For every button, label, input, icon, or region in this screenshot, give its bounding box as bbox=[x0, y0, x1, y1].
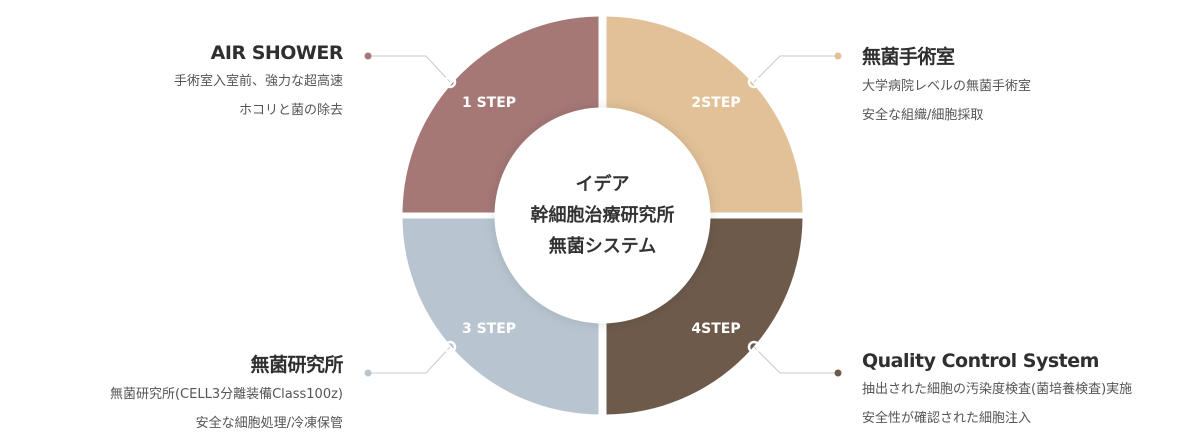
step-1-end-dot bbox=[364, 52, 372, 60]
step-3-end-dot bbox=[364, 369, 372, 377]
step-4-desc-line-2: 安全性が確認された細胞注入 bbox=[862, 411, 1032, 426]
step-4-description: Quality Control System 抽出された細胞の汚染度検査(菌培養… bbox=[862, 350, 1132, 430]
step-3-connector bbox=[368, 346, 451, 374]
step-4-title: Quality Control System bbox=[862, 350, 1099, 372]
step-4-label: 4STEP bbox=[691, 321, 740, 337]
center-title-line-2: 幹細胞治療研究所 bbox=[531, 204, 675, 226]
step-4-end-dot bbox=[834, 369, 842, 377]
step-1-desc-line-1: 手術室入室前、強力な超高速 bbox=[173, 74, 343, 89]
step-2-end-dot bbox=[834, 52, 842, 60]
step-1-desc-line-2: ホコリと菌の除去 bbox=[238, 103, 343, 118]
step-3-title: 無菌研究所 bbox=[250, 354, 343, 376]
step-1-connector bbox=[368, 55, 451, 83]
center-title-line-1: イデア bbox=[576, 173, 630, 195]
step-4-segment bbox=[606, 218, 803, 415]
step-1-title: AIR SHOWER bbox=[210, 42, 344, 64]
step-2-desc-line-1: 大学病院レベルの無菌手術室 bbox=[862, 79, 1032, 94]
step-4-connector bbox=[753, 346, 838, 374]
step-3-description: 無菌研究所 無菌研究所(CELL3分離装備Class100z) 安全な細胞処理/… bbox=[109, 350, 344, 435]
step-3-desc-line-1: 無菌研究所(CELL3分離装備Class100z) bbox=[109, 387, 343, 402]
step-1-marker bbox=[443, 75, 457, 89]
step-2-title: 無菌手術室 bbox=[862, 46, 955, 68]
step-2-segment bbox=[606, 16, 803, 213]
step-3-segment bbox=[402, 218, 599, 415]
step-4-marker bbox=[747, 340, 761, 354]
center-title-line-3: 無菌システム bbox=[549, 235, 656, 257]
step-2-connector bbox=[753, 55, 838, 83]
step-1-segment bbox=[402, 16, 599, 213]
step-2-desc-line-2: 安全な組織/細胞採取 bbox=[862, 108, 984, 123]
step-3-label: 3 STEP bbox=[462, 321, 516, 337]
center-circle bbox=[494, 107, 711, 324]
step-2-description: 無菌手術室 大学病院レベルの無菌手術室 安全な組織/細胞採取 bbox=[862, 42, 1031, 127]
step-2-marker bbox=[747, 75, 761, 89]
step-3-marker bbox=[443, 340, 457, 354]
step-4-desc-line-1: 抽出された細胞の汚染度検査(菌培養検査)実施 bbox=[862, 382, 1133, 397]
step-2-label: 2STEP bbox=[691, 95, 740, 111]
step-1-description: AIR SHOWER 手術室入室前、強力な超高速 ホコリと菌の除去 bbox=[173, 42, 344, 122]
step-1-label: 1 STEP bbox=[462, 95, 516, 111]
step-3-desc-line-2: 安全な細胞処理/冷凍保管 bbox=[195, 416, 343, 431]
